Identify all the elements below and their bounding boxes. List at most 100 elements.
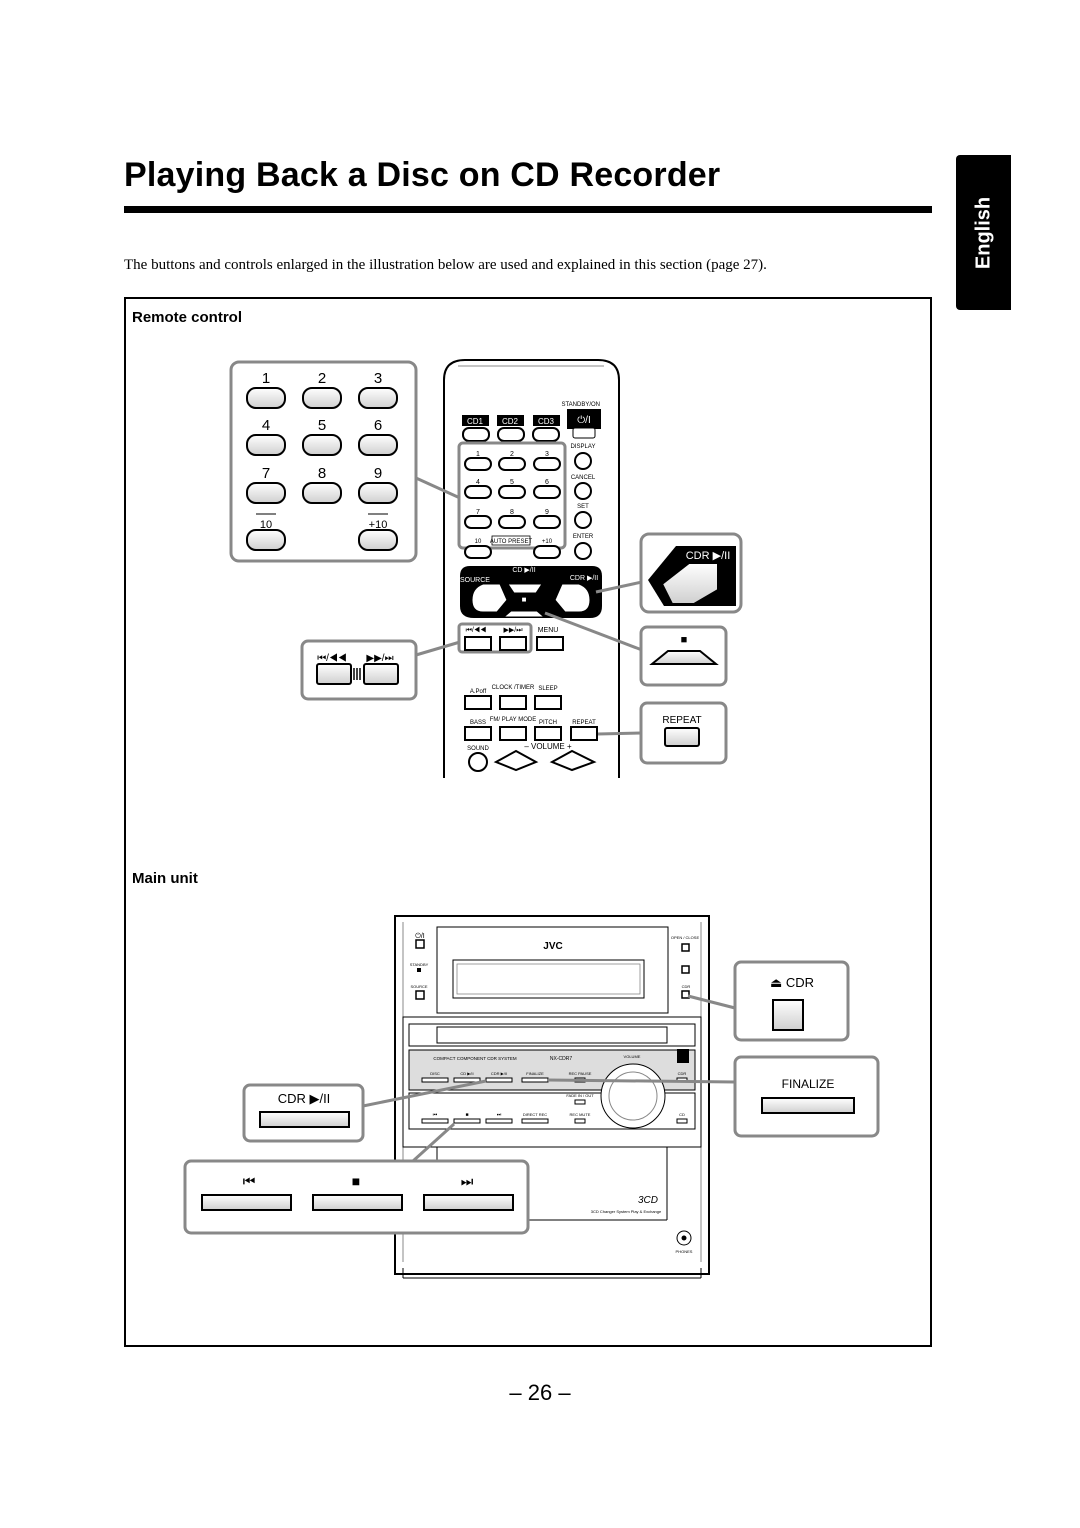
open-close-button[interactable]: [681, 943, 690, 952]
cdr-play-button-unit[interactable]: [485, 1077, 513, 1083]
numpad-zoom-button[interactable]: [302, 482, 342, 504]
cancel-button[interactable]: [574, 482, 592, 500]
finalize-button-unit[interactable]: [521, 1077, 549, 1083]
numpad-zoom-button[interactable]: [358, 434, 398, 456]
a-poff-button[interactable]: [464, 695, 492, 710]
stop-button[interactable]: [502, 610, 546, 618]
enter-button[interactable]: [574, 542, 592, 560]
cd1-button[interactable]: [462, 427, 490, 442]
fade-button[interactable]: [574, 1099, 586, 1105]
sleep-button[interactable]: [534, 695, 562, 710]
numpad-zoom-button[interactable]: [246, 482, 286, 504]
numpad-zoom-button[interactable]: [358, 482, 398, 504]
remote-numpad-digit: 7: [476, 509, 480, 516]
stop-button-unit[interactable]: [453, 1118, 481, 1124]
cd-eject-button-small[interactable]: [676, 1118, 688, 1124]
remote-numpad-highlight: [457, 441, 567, 550]
rec-pause-label: REC PAUSE: [569, 1071, 592, 1076]
unit-source-button[interactable]: [415, 990, 425, 1000]
remote-numpad-button[interactable]: [498, 485, 526, 499]
sound-button[interactable]: [468, 752, 488, 772]
remote-numpad-button[interactable]: [464, 545, 492, 559]
stop-zoom-label-unit: ■: [352, 1173, 360, 1189]
sleep-label: SLEEP: [538, 686, 557, 692]
cd1-label: CD1: [467, 417, 484, 426]
auto-preset-label: AUTO PRESET: [490, 539, 533, 545]
eject-zoom-button[interactable]: [772, 999, 804, 1031]
menu-button[interactable]: [536, 636, 564, 651]
cdr-eject-button-unit[interactable]: [681, 990, 690, 999]
repeat-button[interactable]: [570, 726, 598, 741]
remote-numpad-button[interactable]: [498, 457, 526, 471]
stop-zoom-button-unit[interactable]: [312, 1194, 403, 1211]
set-button[interactable]: [574, 511, 592, 529]
disc-button[interactable]: [421, 1077, 449, 1083]
finalize-zoom-button[interactable]: [761, 1097, 855, 1114]
remote-numpad-button[interactable]: [464, 515, 492, 529]
volume-up-button[interactable]: [549, 749, 597, 772]
rec-mute-button[interactable]: [574, 1118, 586, 1124]
next-button-unit[interactable]: [485, 1118, 513, 1124]
cd3-button[interactable]: [532, 427, 560, 442]
prev-zoom-button[interactable]: [201, 1194, 292, 1211]
numpad-zoom-button[interactable]: [358, 529, 398, 551]
numpad-zoom-button[interactable]: [302, 387, 342, 409]
cd-select-row: CD1 CD2 CD3: [462, 415, 560, 442]
phones-label: PHONES: [676, 1249, 693, 1254]
remote-numpad-button[interactable]: [498, 515, 526, 529]
cd-play-button[interactable]: [507, 583, 543, 594]
source-button[interactable]: [471, 583, 508, 613]
prev-button-unit[interactable]: [421, 1118, 449, 1124]
volume-label: – VOLUME +: [524, 742, 572, 751]
finalize-zoom-label: FINALIZE: [782, 1077, 835, 1091]
cdr-zoom-button[interactable]: [660, 562, 719, 605]
remote-numpad-button[interactable]: [533, 515, 561, 529]
power-icon: ⏻/I: [577, 415, 590, 426]
bass-button[interactable]: [464, 726, 492, 741]
remote-numpad-button[interactable]: [533, 545, 561, 559]
remote-numpad-digit: 4: [476, 479, 480, 486]
cd-play-button-unit[interactable]: [453, 1077, 481, 1083]
skip-forward-button[interactable]: [499, 636, 527, 651]
skip-back-zoom-button[interactable]: [316, 663, 352, 685]
remote-numpad-button[interactable]: [533, 485, 561, 499]
cd-eject-label-small: CD: [679, 1112, 685, 1117]
skip-back-button[interactable]: [464, 636, 492, 651]
cd-play-label-unit: CD ▶/II: [460, 1071, 473, 1076]
cdr-play-button[interactable]: [554, 583, 591, 613]
numpad-zoom-button[interactable]: [358, 387, 398, 409]
standby-button[interactable]: [572, 427, 596, 439]
direct-rec-button[interactable]: [521, 1118, 549, 1124]
skip-forward-zoom-button[interactable]: [363, 663, 399, 685]
standby-indicator: [417, 968, 421, 972]
fm-play-mode-button[interactable]: [499, 726, 527, 741]
numpad-zoom-button[interactable]: [302, 434, 342, 456]
clock-timer-button[interactable]: [499, 695, 527, 710]
numpad-zoom-digit: 3: [374, 370, 382, 387]
pitch-button[interactable]: [534, 726, 562, 741]
numpad-zoom-button[interactable]: [246, 529, 286, 551]
source-label-unit: SOURCE: [410, 984, 427, 989]
numpad-zoom-button[interactable]: [246, 434, 286, 456]
cd2-button[interactable]: [497, 427, 525, 442]
volume-down-button[interactable]: [493, 749, 539, 772]
stop-zoom-button[interactable]: [649, 650, 719, 665]
numpad-zoom-button[interactable]: [246, 387, 286, 409]
remote-skip-highlight: [457, 622, 533, 654]
display-button[interactable]: [574, 452, 592, 470]
unit-button[interactable]: [681, 965, 690, 974]
standby-label: STANDBY: [410, 962, 429, 967]
next-zoom-button[interactable]: [423, 1194, 514, 1211]
remote-numpad-button[interactable]: [464, 457, 492, 471]
unit-power-button[interactable]: [415, 939, 425, 949]
remote-numpad-button[interactable]: [533, 457, 561, 471]
a-poff-label: A.Poff: [470, 689, 487, 695]
remote-numpad-button[interactable]: [464, 485, 492, 499]
finalize-zoom-box: [733, 1055, 880, 1138]
cdr-eject-label-small: CDR: [678, 1071, 687, 1076]
menu-label: MENU: [538, 627, 559, 634]
remote-standby-label: STANDBY/ON: [561, 402, 600, 408]
cdr-play-zoom-button[interactable]: [259, 1111, 350, 1128]
illustration-frame: [124, 297, 932, 1347]
repeat-zoom-button[interactable]: [664, 727, 700, 747]
